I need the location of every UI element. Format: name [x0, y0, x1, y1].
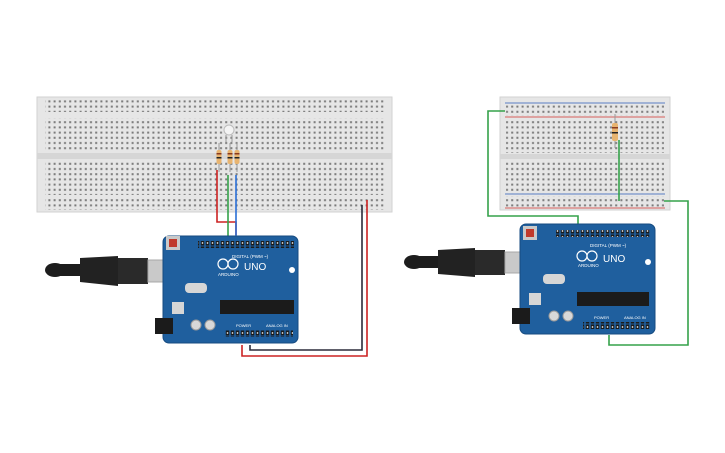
analog-label: ANALOG IN — [624, 315, 646, 320]
regulator-icon — [172, 302, 184, 314]
resistor-icon[interactable] — [227, 143, 233, 172]
breadboard-half[interactable] — [499, 96, 671, 211]
resistor-icon[interactable] — [612, 114, 618, 148]
microcontroller-chip — [577, 292, 649, 306]
usb-cable-icon[interactable] — [404, 248, 533, 277]
resistor-icon[interactable] — [234, 143, 240, 172]
crystal-icon — [185, 283, 207, 293]
board-model-text: UNO — [244, 262, 266, 273]
power-label: POWER — [594, 315, 609, 320]
wire-path — [241, 200, 368, 357]
circuit-2: DIGITAL (PWM ~) ARDUINO UNO POWER ANALOG… — [404, 96, 689, 346]
reset-button[interactable] — [526, 229, 534, 237]
capacitor-icon — [548, 310, 560, 322]
digital-header-label: DIGITAL (PWM ~) — [590, 243, 627, 248]
reset-button[interactable] — [169, 239, 177, 247]
board-logo-text: ARDUINO — [218, 272, 239, 277]
wire-green-left[interactable] — [487, 110, 579, 235]
microcontroller-chip — [220, 300, 294, 314]
digital-header-label: DIGITAL (PWM ~) — [232, 254, 269, 259]
resistor-icon[interactable] — [216, 143, 222, 172]
dc-jack-icon — [512, 308, 530, 324]
rgb-led-icon[interactable] — [223, 124, 235, 142]
wire-path — [608, 200, 689, 346]
regulator-icon — [529, 293, 541, 305]
crystal-icon — [543, 274, 565, 284]
digital-header[interactable] — [556, 230, 650, 237]
breadboard-full[interactable] — [36, 96, 393, 213]
arduino-uno-board[interactable]: DIGITAL (PWM ~) ARDUINO UNO POWER ANALOG… — [155, 235, 299, 344]
wire-path — [487, 110, 579, 235]
analog-label: ANALOG IN — [266, 323, 288, 328]
digital-header[interactable] — [198, 241, 294, 248]
infinity-logo-icon — [586, 250, 598, 262]
board-logo-text: ARDUINO — [578, 263, 599, 268]
infinity-logo-icon — [227, 258, 239, 270]
power-label: POWER — [236, 323, 251, 328]
circuit-1: DIGITAL (PWM ~) ARDUINO UNO POWER ANALOG… — [36, 96, 393, 357]
wire-green-right[interactable] — [608, 200, 689, 346]
wire-path — [249, 205, 363, 351]
arduino-uno-board[interactable]: DIGITAL (PWM ~) ARDUINO UNO POWER ANALOG… — [512, 223, 656, 335]
capacitor-icon — [562, 310, 574, 322]
wire-dark-ground[interactable] — [249, 205, 363, 351]
board-model-text: UNO — [603, 254, 625, 265]
capacitor-icon — [190, 319, 202, 331]
usb-cable-icon[interactable] — [45, 256, 177, 286]
wire-red-power[interactable] — [241, 200, 368, 357]
power-analog-header[interactable] — [583, 322, 650, 329]
power-analog-header[interactable] — [225, 330, 293, 337]
dc-jack-icon — [155, 318, 173, 334]
capacitor-icon — [204, 319, 216, 331]
